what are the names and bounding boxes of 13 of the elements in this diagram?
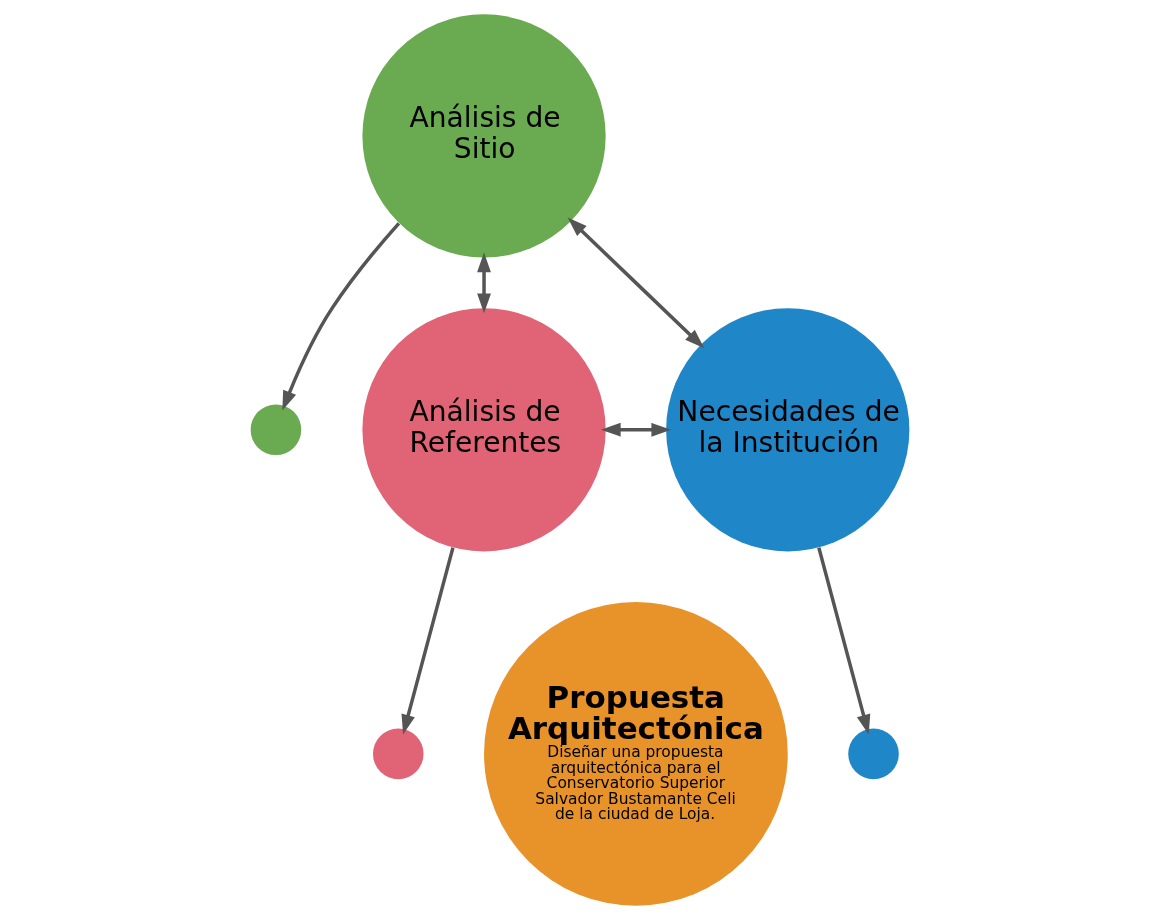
arrow	[817, 547, 871, 735]
node-circle: Análisis de Referentes	[362, 308, 606, 552]
arrow	[567, 217, 705, 349]
node-circle	[250, 404, 302, 456]
node-circle: Análisis de Sitio	[362, 14, 606, 258]
node-circle: Propuesta Arquitectónica Diseñar una propuesta arquitectónica para el Conservatorio Superior Salvador Bustamante Celi de la ciudad de Loja.	[484, 602, 788, 906]
node-circle: Necesidades de la Institución	[666, 308, 910, 552]
node-circle	[372, 728, 424, 780]
node-circle	[848, 728, 899, 780]
arrow	[282, 222, 401, 411]
arrow	[401, 547, 455, 735]
arrow	[477, 252, 491, 314]
arrow	[600, 422, 672, 437]
